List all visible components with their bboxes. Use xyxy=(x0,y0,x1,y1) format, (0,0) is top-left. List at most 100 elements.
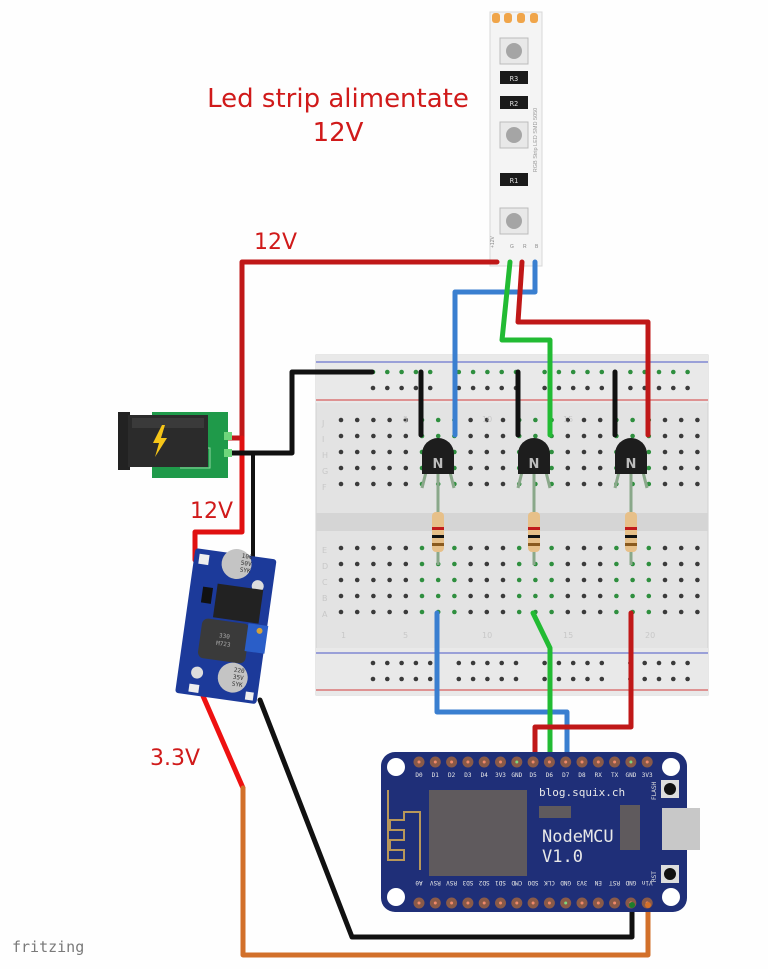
breadboard-hole xyxy=(468,561,473,567)
fritzing-watermark: fritzing xyxy=(12,938,84,956)
rail-hole xyxy=(427,369,433,375)
breadboard-hole xyxy=(549,449,554,455)
column-number: 10 xyxy=(482,415,492,424)
row-labels: J I H G F E D C B A xyxy=(321,419,328,619)
site-label: blog.squix.ch xyxy=(539,786,625,799)
rail-hole xyxy=(399,676,404,682)
rail-hole xyxy=(385,676,390,682)
breadboard-hole xyxy=(371,577,376,583)
breadboard-hole xyxy=(338,433,344,439)
column-number: 15 xyxy=(563,415,573,424)
breadboard-hole xyxy=(484,417,490,423)
breadboard-hole xyxy=(549,577,554,583)
rail-hole xyxy=(470,369,476,375)
rail-hole xyxy=(399,660,404,666)
breadboard-hole xyxy=(581,449,587,455)
breadboard-hole xyxy=(484,577,490,583)
mount-hole xyxy=(387,888,405,906)
breadboard-hole xyxy=(695,449,700,455)
breadboard-hole xyxy=(581,577,587,583)
pin-label: D2 xyxy=(448,772,456,779)
board-name: NodeMCU xyxy=(542,827,614,847)
svg-text:+12V: +12V xyxy=(490,236,496,248)
breadboard-hole xyxy=(403,481,409,487)
breadboard-hole xyxy=(403,433,409,439)
breadboard-hole xyxy=(646,593,652,599)
rail-hole xyxy=(399,385,404,391)
rst-button[interactable]: RST xyxy=(651,865,679,883)
column-number: 20 xyxy=(645,631,655,640)
column-number: 10 xyxy=(482,631,492,640)
rail-hole xyxy=(671,385,676,391)
pin-label: D5 xyxy=(529,772,537,779)
breadboard-hole xyxy=(484,561,490,567)
breadboard-hole xyxy=(387,593,392,599)
pin-label: D6 xyxy=(546,772,554,779)
svg-text:50V: 50V xyxy=(240,560,252,568)
breadboard-hole xyxy=(533,417,538,423)
breadboard-hole xyxy=(630,593,635,599)
rail-hole xyxy=(656,676,662,682)
breadboard-hole xyxy=(581,417,587,423)
breadboard-hole xyxy=(678,545,684,551)
breadboard-hole xyxy=(630,577,635,583)
pin-label: RST xyxy=(609,879,620,886)
row-label: B xyxy=(322,594,328,603)
rail-hole xyxy=(413,385,419,391)
breadboard-hole xyxy=(516,545,522,551)
rail-hole xyxy=(370,385,376,391)
breadboard-hole xyxy=(678,561,684,567)
breadboard-hole xyxy=(338,545,344,551)
flash-button[interactable]: FLASH xyxy=(651,780,679,800)
svg-text:RST: RST xyxy=(651,871,658,882)
svg-text:220: 220 xyxy=(233,667,245,675)
esp-module xyxy=(429,790,527,876)
rail-hole xyxy=(599,676,605,682)
rail-hole xyxy=(556,369,562,375)
breadboard-hole xyxy=(338,481,344,487)
breadboard-hole xyxy=(630,417,635,423)
breadboard-hole xyxy=(549,465,554,471)
breadboard-hole xyxy=(565,481,571,487)
rail-hole xyxy=(385,385,390,391)
pin-label: GND xyxy=(511,772,522,779)
breadboard-hole xyxy=(581,465,587,471)
breadboard-hole xyxy=(338,593,344,599)
breadboard-hole xyxy=(371,609,376,615)
buck-converter: 100 50V SYK 330 M723 220 35V SYK xyxy=(175,548,277,704)
rail-hole xyxy=(570,676,576,682)
rail-hole xyxy=(556,660,562,666)
wire-blue-strip xyxy=(452,259,538,438)
breadboard-hole xyxy=(371,545,376,551)
breadboard-hole xyxy=(354,481,360,487)
svg-text:SYK: SYK xyxy=(231,681,243,689)
pin-label: GND xyxy=(625,772,636,779)
usb-port[interactable] xyxy=(662,808,700,850)
breadboard-hole xyxy=(387,577,392,583)
breadboard-hole xyxy=(354,609,360,615)
breadboard-hole xyxy=(549,593,554,599)
rail-hole xyxy=(485,676,490,682)
rail-hole xyxy=(685,676,690,682)
pin-label: D8 xyxy=(578,772,586,779)
row-label: D xyxy=(322,562,328,571)
breadboard-hole xyxy=(403,561,409,567)
rail-hole xyxy=(585,676,590,682)
pin-label: Vin xyxy=(641,879,652,886)
breadboard-hole xyxy=(533,433,538,439)
breadboard-hole xyxy=(597,545,603,551)
strip-top-pads xyxy=(492,13,538,23)
strip-label: RGB Strip LED SMD 5050 xyxy=(533,108,539,173)
rail-hole xyxy=(599,385,605,391)
breadboard-hole xyxy=(468,593,473,599)
breadboard-hole xyxy=(662,465,668,471)
breadboard-hole xyxy=(581,609,587,615)
breadboard-hole xyxy=(354,561,360,567)
breadboard-hole xyxy=(678,593,684,599)
breadboard-hole xyxy=(565,561,571,567)
pin-label: SD3 xyxy=(462,879,473,886)
breadboard-hole xyxy=(468,417,473,423)
rail-hole xyxy=(656,369,662,375)
npn-transistor: N xyxy=(613,438,649,489)
